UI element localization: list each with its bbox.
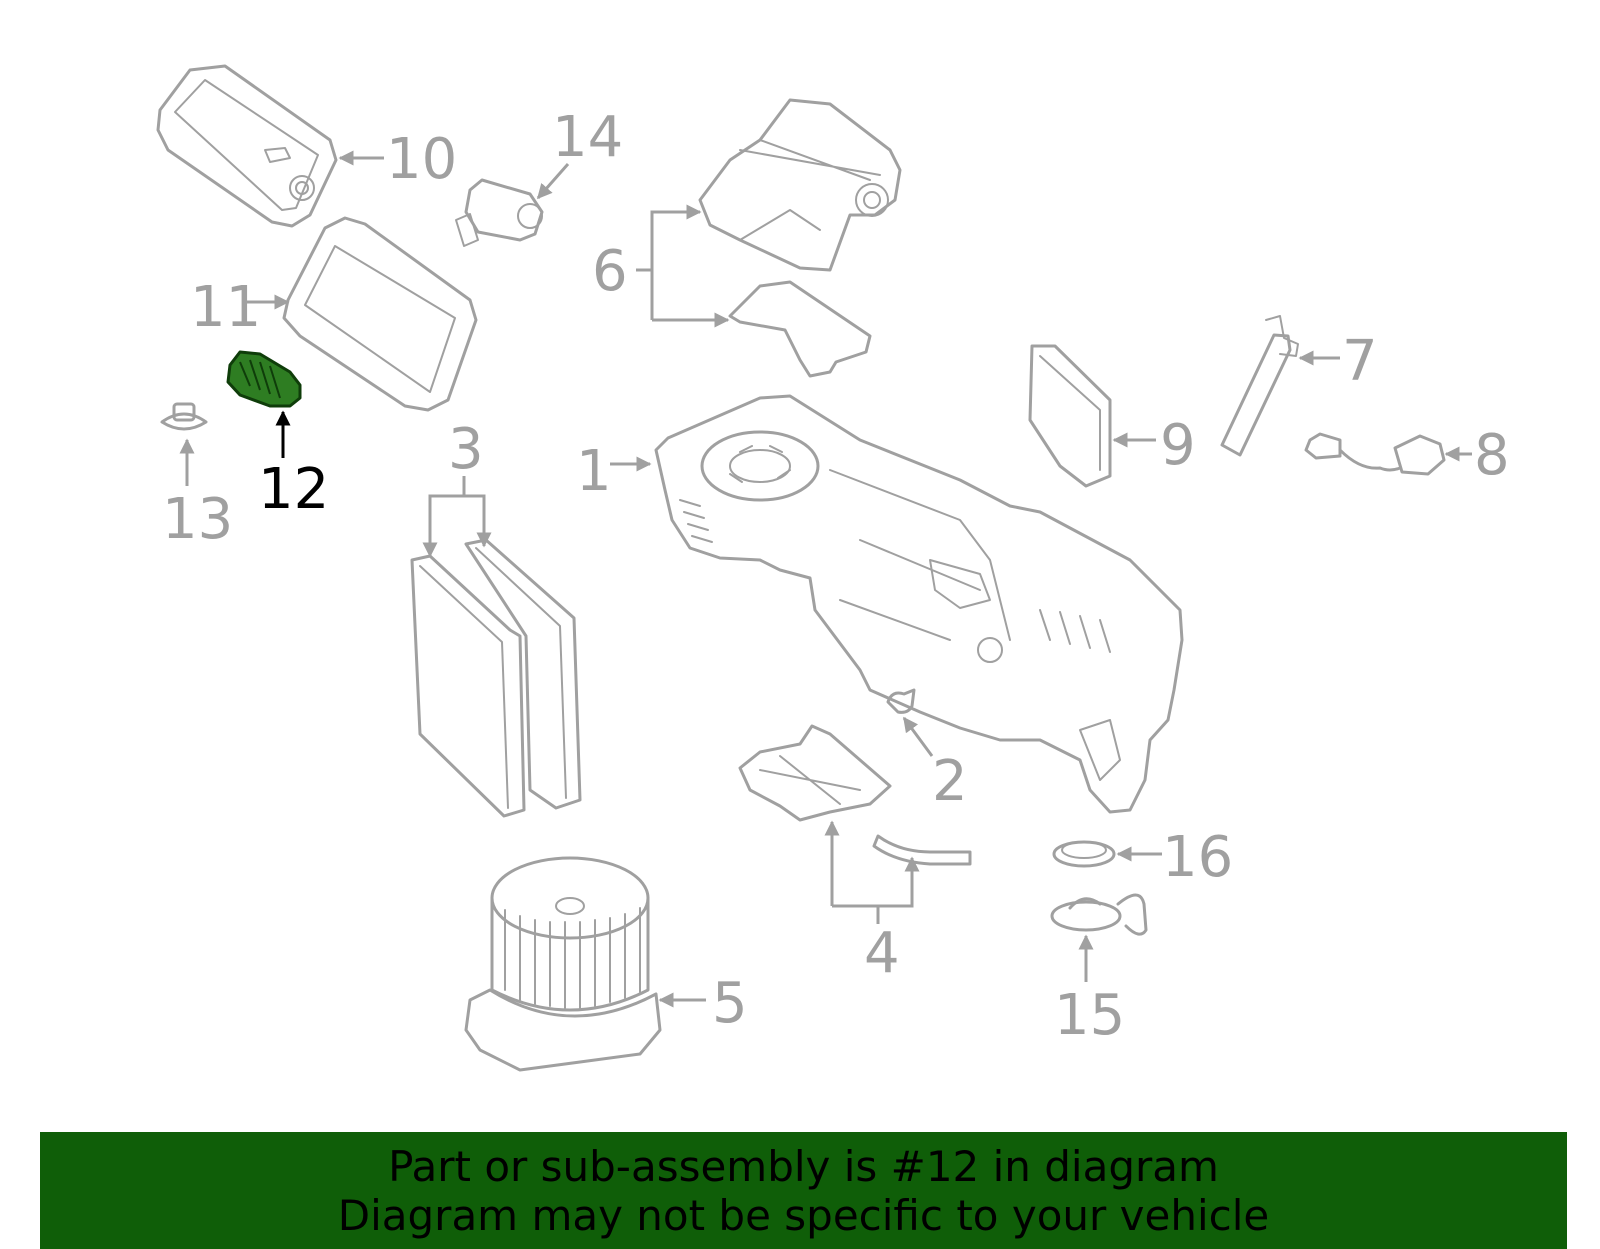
callout-10: 10 (386, 127, 457, 192)
callout-5: 5 (712, 971, 748, 1036)
part-9-module (1028, 344, 1112, 488)
banner-line-disclaimer: Diagram may not be specific to your vehi… (337, 1191, 1270, 1240)
part-10-cover (156, 64, 338, 228)
part-6-housing (698, 98, 902, 378)
callout-8: 8 (1474, 423, 1510, 488)
callout-1: 1 (576, 439, 612, 504)
callout-7: 7 (1342, 329, 1378, 394)
part-14-sensor (455, 178, 544, 247)
part-2-fastener (886, 688, 916, 714)
callout-13: 13 (162, 487, 233, 552)
part-8-harness (1304, 432, 1446, 476)
part-3-filters (410, 538, 582, 818)
part-12-highlighted (226, 350, 302, 408)
callout-16: 16 (1162, 825, 1233, 890)
part-15-actuator (1050, 893, 1148, 936)
callout-3: 3 (448, 417, 484, 482)
part-11-frame (282, 216, 478, 412)
info-banner: Part or sub-assembly is #12 in diagram D… (40, 1132, 1567, 1249)
part-4-plate (738, 724, 972, 866)
callout-2: 2 (932, 749, 968, 814)
callout-9: 9 (1160, 413, 1196, 478)
part-16-grommet (1052, 840, 1116, 868)
part-5-blower (464, 856, 662, 1072)
leader-lines (179, 150, 1472, 1008)
callout-15: 15 (1054, 983, 1125, 1048)
part-13-clip (160, 402, 208, 431)
part-7-rod (1220, 315, 1299, 457)
callout-12: 12 (258, 457, 329, 522)
callout-14: 14 (552, 105, 623, 170)
callout-4: 4 (864, 921, 900, 986)
callout-11: 11 (190, 275, 261, 340)
callout-6: 6 (592, 239, 628, 304)
banner-line-part: Part or sub-assembly is #12 in diagram (388, 1142, 1219, 1191)
part-1-hvac-case (654, 394, 1184, 814)
